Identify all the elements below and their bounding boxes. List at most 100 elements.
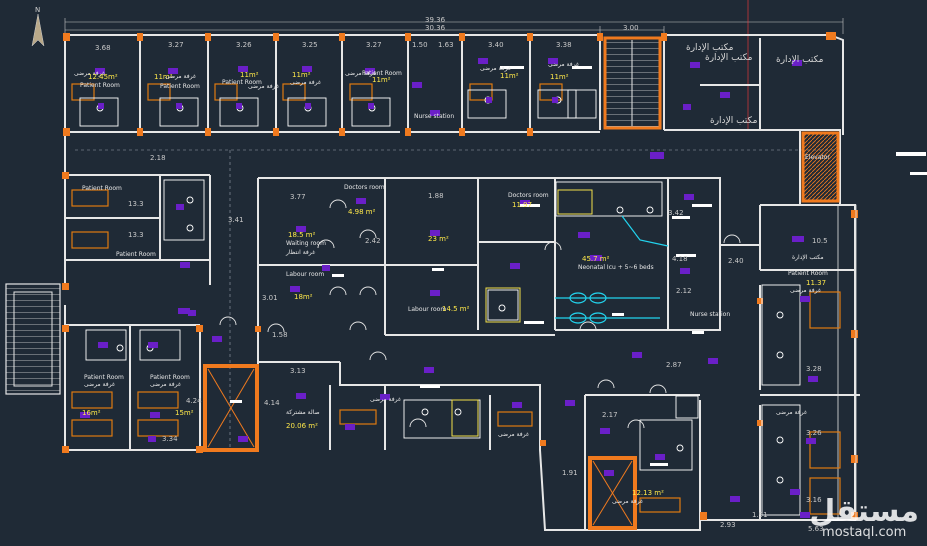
- dim-label: 13.3: [128, 200, 144, 208]
- beds: [71, 83, 841, 515]
- room-area: 11m²: [154, 73, 173, 81]
- room-tags: [80, 58, 818, 518]
- room-label: Neonatal Icu + 5~6 beds: [578, 264, 654, 271]
- svg-text:N: N: [35, 6, 40, 14]
- nurse-station-label: Nurse station: [690, 311, 731, 318]
- room-label: غرفة مرضى: [498, 431, 530, 438]
- room-label: Doctors room: [344, 184, 385, 191]
- room-area: 14.5 m²: [442, 305, 470, 313]
- room-label: غرفة مرضى: [248, 83, 280, 90]
- dim-label: 1.50: [412, 41, 428, 49]
- room-area: 16m²: [82, 409, 101, 417]
- dim-label: 2.93: [720, 521, 736, 529]
- dim-top-inner: 30.36: [425, 24, 446, 32]
- room-label: Patient Room: [160, 83, 200, 90]
- dim-label: 2.12: [676, 287, 692, 295]
- room-label: غرفة مرضى: [612, 498, 644, 505]
- dim-label: 1.91: [752, 511, 768, 519]
- mostaql-watermark: مستقل mostaql.com: [809, 494, 919, 540]
- room-label: Waiting room: [286, 240, 326, 247]
- dim-label: 2.40: [728, 257, 744, 265]
- dim-label: 1.88: [428, 192, 444, 200]
- room-label: Doctors room: [508, 192, 549, 199]
- dim-label: 1.63: [438, 41, 454, 49]
- room-label: غرفة مرضى: [150, 381, 182, 388]
- room-label: غرفة انتظار: [286, 249, 316, 256]
- room-label: Patient Room: [788, 270, 828, 277]
- admin-label: مكتب الإدارة: [705, 53, 753, 63]
- room-area: 18.5 m²: [288, 231, 316, 239]
- dim-label: 1.91: [562, 469, 578, 477]
- room-label: Patient Room: [116, 251, 156, 258]
- dim-label: 3.13: [290, 367, 306, 375]
- dim-label: 3.26: [236, 41, 252, 49]
- room-label: Patient Room: [84, 374, 124, 381]
- room-label: غرفة مرضى: [790, 287, 822, 294]
- room-area: 23 m²: [428, 235, 449, 243]
- dim-label: 3.16: [806, 496, 822, 504]
- dim-label: 3.42: [668, 209, 684, 217]
- dim-label: 4.14: [264, 399, 280, 407]
- room-area: 45.7 m²: [582, 255, 610, 263]
- dim-label: 3.28: [806, 365, 822, 373]
- nurse-station-label: Nurse station: [414, 113, 455, 120]
- room-area: 11.37: [806, 279, 827, 287]
- dim-label: 3.40: [488, 41, 504, 49]
- dim-top-right: 3.00: [623, 24, 639, 32]
- dim-label: 3.41: [228, 216, 244, 224]
- room-label: Patient Room: [222, 79, 262, 86]
- admin-label: مكتب الإدارة: [776, 55, 824, 65]
- walls: [64, 34, 860, 531]
- dim-label: 3.01: [262, 294, 278, 302]
- room-area: 11m²: [240, 71, 259, 79]
- room-label: Labour room: [408, 306, 447, 313]
- doors: [219, 199, 741, 429]
- room-area: 12.45m²: [88, 73, 118, 81]
- room-area: 18m²: [294, 293, 313, 301]
- dim-label: 13.3: [128, 231, 144, 239]
- columns: [62, 32, 858, 520]
- dim-label: 4.18: [672, 255, 688, 263]
- room-label: غرفة مرضى: [480, 65, 512, 72]
- room-area: 11m²: [372, 76, 391, 84]
- dim-label: 3.38: [556, 41, 572, 49]
- admin-label: مكتب الإدارة: [792, 254, 824, 261]
- room-area: 4.98 m²: [348, 208, 376, 216]
- dim-label: 2.87: [666, 361, 682, 369]
- room-area: 11m²: [292, 71, 311, 79]
- icu-equipment: [555, 215, 669, 324]
- fixtures: [79, 89, 801, 516]
- dimension-lines: [64, 18, 844, 34]
- room-label: غرفة مرضى: [84, 381, 116, 388]
- dim-label: 10.5: [812, 237, 828, 245]
- watermark-arabic: مستقل: [809, 494, 919, 529]
- dim-label: 4.24: [186, 397, 202, 405]
- dim-label: 5.63: [808, 525, 824, 533]
- room-area: 11m²: [550, 73, 569, 81]
- room-label: غرفة مرضى: [290, 79, 322, 86]
- watermark-latin: mostaql.com: [822, 525, 907, 540]
- room-area: 12.13 m²: [632, 489, 664, 497]
- stair-cores: [5, 36, 857, 530]
- room-label: غرفة مرضى: [776, 409, 808, 416]
- dim-label: 2.17: [602, 411, 618, 419]
- room-label: Patient Room: [150, 374, 190, 381]
- dim-label: 3.34: [162, 435, 178, 443]
- room-label: Patient Room: [362, 70, 402, 77]
- room-label: غرفة مرضى: [370, 396, 402, 403]
- room-label: صالة مشتركة: [286, 409, 320, 416]
- room-label: Patient Room: [80, 82, 120, 89]
- room-label: Labour room: [286, 271, 325, 278]
- dim-label: 3.26: [806, 429, 822, 437]
- room-label: غرفة مرضى: [74, 70, 106, 77]
- dim-label: 3.25: [302, 41, 318, 49]
- room-area: 11m²: [500, 72, 519, 80]
- dim-label: 3.27: [366, 41, 382, 49]
- room-label: غرفة مرضى: [165, 73, 197, 80]
- admin-label: مكتب الإدارة: [686, 43, 734, 53]
- dim-label: 3.68: [95, 44, 111, 52]
- room-area: 11.97: [512, 201, 533, 209]
- dim-label: 3.77: [290, 193, 306, 201]
- room-label: غرفة مرضى: [548, 61, 580, 68]
- dim-label: 3.27: [168, 41, 184, 49]
